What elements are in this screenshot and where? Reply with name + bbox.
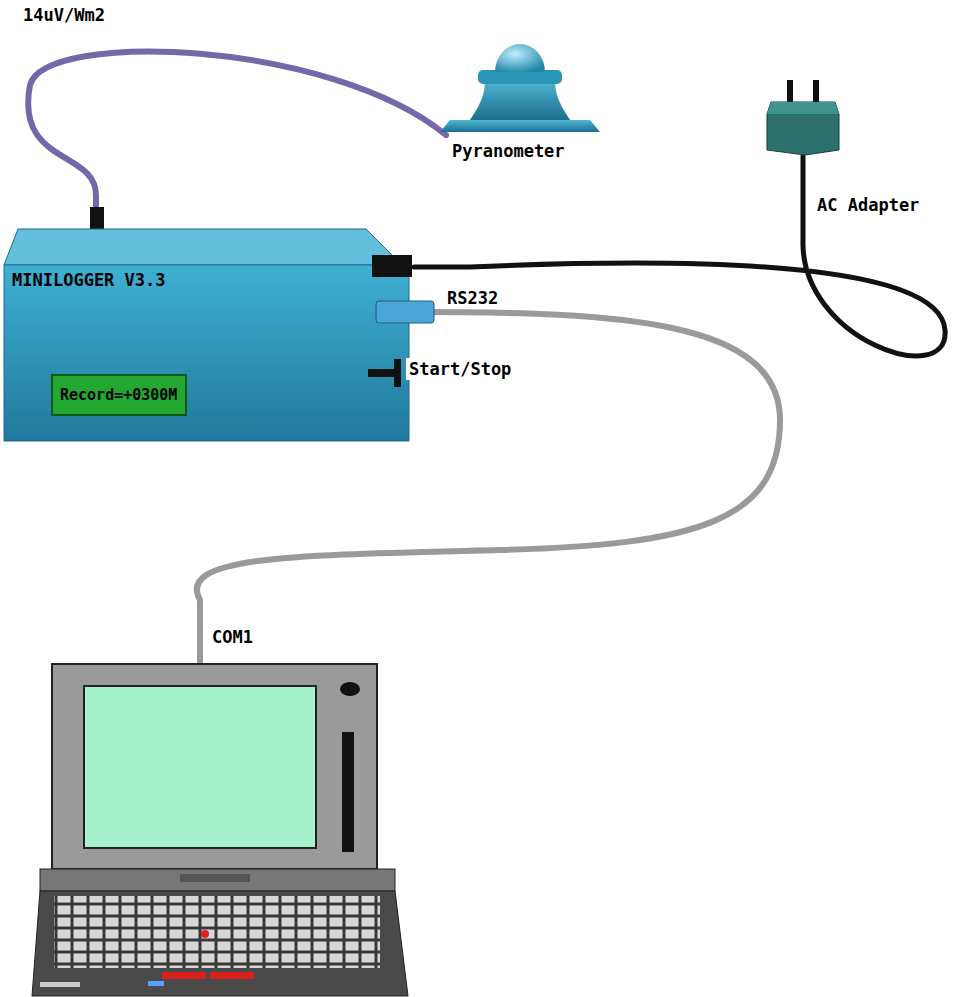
power-socket bbox=[372, 255, 412, 277]
keyboard bbox=[54, 896, 380, 968]
pyranometer-dome bbox=[495, 44, 545, 72]
sensor-cable bbox=[28, 51, 446, 225]
pyranometer-body bbox=[470, 80, 570, 120]
laptop-base bbox=[32, 891, 408, 996]
node-label: AC Adapter bbox=[817, 194, 919, 216]
adapter-body bbox=[767, 102, 839, 155]
pyranometer: Pyranometer bbox=[440, 40, 600, 170]
housing-front bbox=[4, 265, 409, 441]
logger-housing: MINILOGGER V3.3Record=+0300M bbox=[4, 225, 414, 443]
lcd-display: Record=+0300M bbox=[52, 375, 186, 415]
mouse-button bbox=[162, 972, 206, 979]
status-led bbox=[148, 981, 164, 986]
laptop-screen bbox=[84, 686, 316, 848]
power-button bbox=[340, 682, 360, 696]
switch-lever bbox=[394, 359, 401, 387]
hinge-vent bbox=[180, 874, 250, 882]
sensor-plug bbox=[90, 207, 104, 231]
node-label: COM1 bbox=[212, 626, 253, 648]
mouse-button bbox=[210, 972, 254, 979]
laptop-hinge bbox=[40, 869, 395, 891]
laptop-art bbox=[40, 664, 410, 996]
adapter-top bbox=[767, 102, 839, 114]
switch-stem bbox=[368, 369, 396, 377]
pyranometer-base bbox=[440, 120, 600, 132]
cable-label: 14uV/Wm2 bbox=[20, 4, 108, 26]
pyranometer-rim bbox=[478, 70, 562, 84]
power-cable bbox=[414, 156, 945, 356]
ac-adapter: AC Adapter bbox=[765, 80, 841, 156]
switch-label: Start/Stop bbox=[406, 358, 514, 380]
drive-slot bbox=[40, 982, 80, 987]
port-label: RS232 bbox=[444, 287, 501, 309]
lcd-panel bbox=[52, 375, 186, 415]
laptop-lid bbox=[52, 664, 377, 869]
trackpoint bbox=[201, 930, 209, 938]
node-label: Pyranometer bbox=[452, 140, 565, 162]
node-label: Record=+0300M bbox=[60, 384, 177, 406]
rs232-plug bbox=[376, 301, 434, 323]
laptop: COM1 bbox=[40, 664, 410, 996]
node-label: MINILOGGER V3.3 bbox=[12, 269, 166, 291]
ac-adapter-art bbox=[765, 80, 841, 156]
lid-slot bbox=[342, 732, 354, 852]
housing-top bbox=[4, 229, 402, 265]
